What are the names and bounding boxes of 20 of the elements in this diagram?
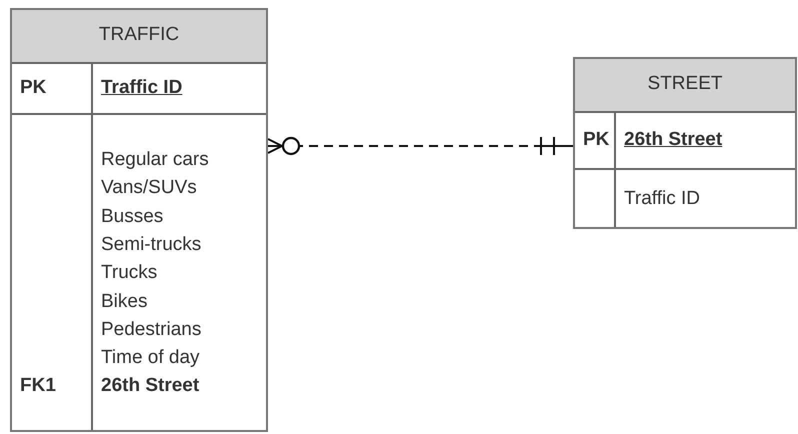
- attribute-field: Trucks: [101, 261, 158, 286]
- attribute-field: Traffic ID: [624, 186, 700, 210]
- relationship-line: [266, 136, 574, 156]
- attribute-field: Time of day: [101, 346, 200, 370]
- primary-key-field: 26th Street: [624, 128, 722, 152]
- attribute-field: Bikes: [101, 290, 148, 314]
- entity-name: STREET: [646, 72, 724, 96]
- foreign-key-field: 26th Street: [101, 374, 200, 398]
- key-label: PK: [583, 128, 610, 152]
- key-label: PK: [20, 76, 46, 100]
- key-label: FK1: [20, 374, 56, 398]
- entity-name: TRAFFIC: [98, 23, 180, 47]
- attribute-field: Pedestrians: [101, 318, 202, 342]
- attribute-field: Regular cars: [101, 148, 209, 172]
- attribute-field: Semi-trucks: [101, 232, 202, 257]
- entity-table: [573, 57, 797, 229]
- attribute-field: Busses: [101, 204, 164, 229]
- primary-key-field: Traffic ID: [101, 76, 182, 100]
- entity-table: [10, 8, 268, 432]
- attribute-field: Vans/SUVs: [101, 176, 197, 200]
